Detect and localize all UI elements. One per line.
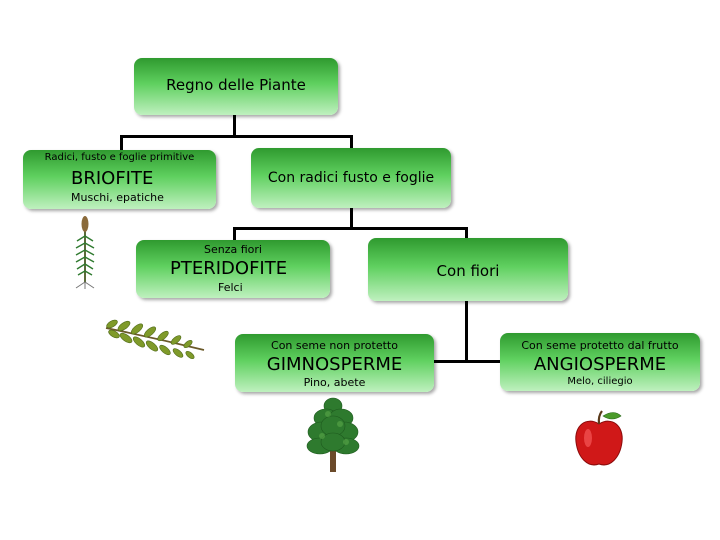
gimnosperme-bottom-text: Pino, abete [303,376,366,389]
gimnosperme-title: GIMNOSPERME [266,354,403,375]
briofite-title: BRIOFITE [71,168,154,189]
vascular-label: Con radici fusto e foglie [267,170,435,186]
gimnosperme-top-text: Con seme non protetto [271,339,398,352]
pteridofite-bottom-text: Felci [218,281,243,294]
vascular-node: Con radici fusto e foglie [251,148,451,208]
pteridofite-node: Senza fiori PTERIDOFITE Felci [136,240,330,298]
angiosperme-title: ANGIOSPERME [533,354,667,375]
pine-tree-icon [306,397,360,472]
connector-level2-horizontal [233,227,468,230]
connector-to-gimnosperme [434,360,468,363]
fiori-label: Con fiori [436,262,500,280]
briofite-bottom-text: Muschi, epatiche [71,191,164,204]
gimnosperme-node: Con seme non protetto GIMNOSPERME Pino, … [235,334,434,392]
connector-fiori-down [465,300,468,362]
connector-to-pteridofite [233,227,236,242]
briofite-top-text: Radici, fusto e foglie primitive [44,152,195,163]
briofite-node: Radici, fusto e foglie primitive BRIOFIT… [23,150,216,209]
apple-icon [575,410,623,466]
angiosperme-top-text: Con seme protetto dal frutto [521,339,679,352]
connector-to-angiosperme [465,360,501,363]
connector-vascular-down [350,207,353,229]
angiosperme-node: Con seme protetto dal frutto ANGIOSPERME… [500,333,700,391]
angiosperme-bottom-text: Melo, ciliegio [567,376,633,387]
connector-to-briofite [120,135,123,153]
fiori-node: Con fiori [368,238,568,301]
connector-to-vascular [350,135,353,150]
connector-to-fiori [465,227,468,240]
root-node: Regno delle Piante [134,58,338,115]
fern-icon [105,319,205,360]
root-label: Regno delle Piante [166,76,306,94]
pteridofite-top-text: Senza fiori [204,243,262,256]
connector-level1-horizontal [120,135,352,138]
connector-root-down [233,113,236,137]
moss-icon [75,216,95,289]
pteridofite-title: PTERIDOFITE [170,258,288,279]
